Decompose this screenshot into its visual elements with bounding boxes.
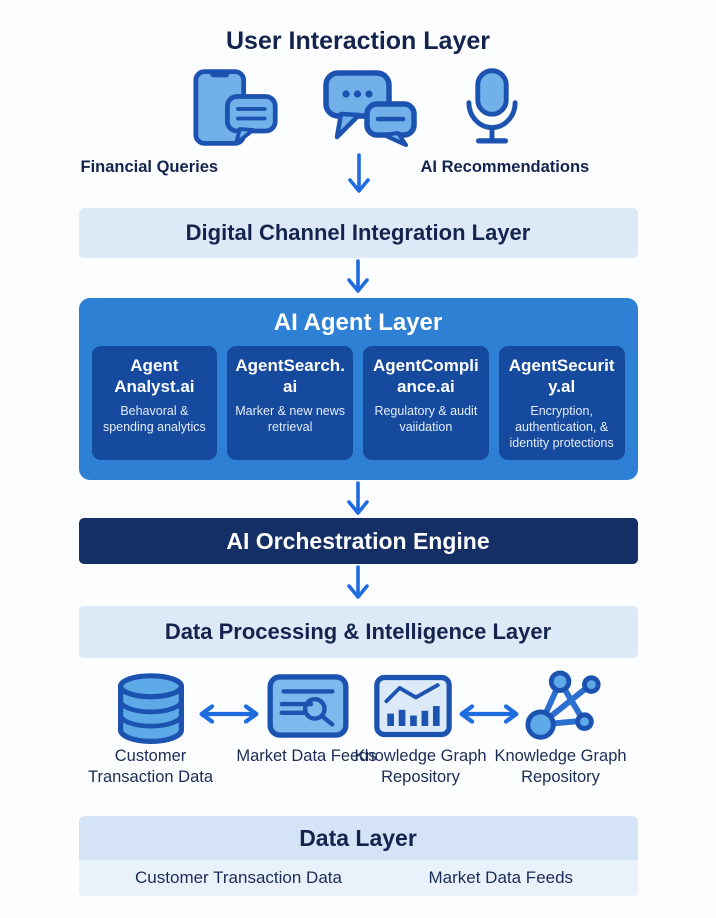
agent-name: AgentSecurity.al xyxy=(508,356,615,396)
data-processing-layer-bar: Data Processing & Intelligence Layer xyxy=(78,606,638,658)
ai-agent-layer: AI Agent Layer Agent Analyst.ai Behavora… xyxy=(78,298,638,480)
agent-card-search: AgentSearch.ai Marker & new news retriev… xyxy=(227,346,353,460)
down-arrow-icon xyxy=(347,152,371,196)
source-label-knowledge-graph-repository: Knowledge Graph Repository xyxy=(354,747,487,786)
data-layer-title: Data Layer xyxy=(78,816,638,860)
down-arrow-icon xyxy=(79,258,638,296)
down-arrow-icon xyxy=(79,480,638,518)
user-interaction-icons xyxy=(79,66,638,150)
page-title: User Interaction Layer xyxy=(226,27,490,55)
source-label-market-data-feeds: Market Data Feeds xyxy=(236,747,377,765)
data-layer-item-customer-transaction-data: Customer Transaction Data xyxy=(135,868,342,887)
digital-channel-layer-bar: Digital Channel Integration Layer xyxy=(78,208,638,258)
agent-cards: Agent Analyst.ai Behavoral & spending an… xyxy=(91,346,625,460)
double-arrow-icon xyxy=(196,702,262,726)
agent-name: AgentSearch.ai xyxy=(235,356,345,396)
agent-description: Marker & new news retrieval xyxy=(235,404,345,434)
phone-chat-icon xyxy=(192,68,280,148)
agent-card-analyst: Agent Analyst.ai Behavoral & spending an… xyxy=(91,346,218,460)
agent-description: Encryption, authentication, & identity p… xyxy=(509,404,614,450)
orchestration-engine-title: AI Orchestration Engine xyxy=(226,527,490,554)
data-layer-item-market-data-feeds: Market Data Feeds xyxy=(428,868,574,887)
database-icon xyxy=(114,672,188,748)
source-label-knowledge-graph-repository-2: Knowledge Graph Repository xyxy=(494,747,627,786)
financial-queries-label: Financial Queries xyxy=(80,158,219,176)
down-arrow-icon xyxy=(79,564,638,602)
network-graph-icon xyxy=(521,668,607,748)
data-layer-items: Customer Transaction Data Market Data Fe… xyxy=(78,860,638,896)
data-sources-row: Customer Transaction Data Market Data Fe… xyxy=(79,666,638,812)
data-processing-layer-title: Data Processing & Intelligence Layer xyxy=(164,619,552,644)
agent-card-security: AgentSecurity.al Encryption, authenticat… xyxy=(498,346,625,460)
agent-description: Regulatory & audit vaiidation xyxy=(374,404,478,434)
analytics-chart-icon xyxy=(373,674,452,738)
orchestration-engine-bar: AI Orchestration Engine xyxy=(78,518,638,564)
ai-recommendations-label: AI Recommendations xyxy=(420,158,590,176)
data-layer: Data Layer Customer Transaction Data Mar… xyxy=(78,816,638,896)
double-arrow-icon xyxy=(456,702,522,726)
digital-channel-layer-title: Digital Channel Integration Layer xyxy=(185,220,531,245)
agent-name: Agent Analyst.ai xyxy=(114,356,195,396)
agent-name: AgentCompliance.ai xyxy=(372,356,479,396)
ai-agent-layer-title: AI Agent Layer xyxy=(273,309,443,336)
agent-description: Behavoral & spending analytics xyxy=(102,404,206,434)
chat-bubbles-icon xyxy=(322,69,418,147)
agent-card-compliance: AgentCompliance.ai Regulatory & audit va… xyxy=(363,346,489,460)
microphone-icon xyxy=(460,66,524,150)
source-label-customer-transaction-data: Customer Transaction Data xyxy=(87,747,214,786)
market-data-icon xyxy=(267,674,349,738)
user-interaction-labels: Financial Queries AI Recommendations xyxy=(79,150,638,204)
